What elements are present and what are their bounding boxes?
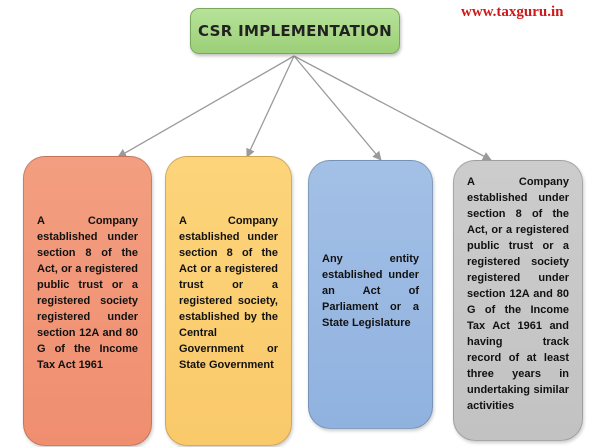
- entity-card-text: A Company established under section 8 of…: [467, 176, 569, 412]
- entity-card-text: Any entity established under an Act of P…: [322, 253, 419, 329]
- arrow-to-entity-1: [117, 55, 295, 158]
- arrow-to-entity-2: [246, 55, 295, 158]
- site-watermark: www.taxguru.in: [461, 4, 564, 20]
- entity-card-government-established: A Company established under section 8 of…: [165, 156, 292, 446]
- entity-card-statutory-entity: Any entity established under an Act of P…: [308, 160, 433, 429]
- entity-card-track-record: A Company established under section 8 of…: [453, 160, 583, 441]
- diagram-title: CSR IMPLEMENTATION: [190, 8, 400, 54]
- entity-card-text: A Company established under section 8 of…: [37, 215, 138, 371]
- arrow-to-entity-3: [293, 55, 382, 161]
- entity-card-text: A Company established under section 8 of…: [179, 215, 278, 371]
- arrow-to-entity-4: [293, 55, 492, 161]
- entity-card-section8-company: A Company established under section 8 of…: [23, 156, 152, 446]
